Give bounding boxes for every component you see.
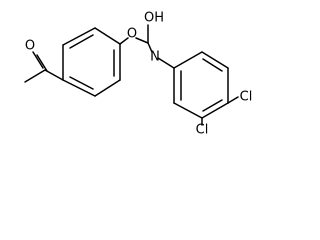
ring1-bond-2	[62, 27, 96, 46]
molecule-drawing: O O OH N Cl Cl	[24, 11, 253, 138]
structure-canvas: O O OH N Cl Cl	[24, 10, 253, 138]
amide-nitrogen-label: N	[150, 50, 160, 65]
right-phenyl-ring	[173, 51, 229, 119]
bond-carbonyl-2	[36, 54, 48, 72]
chloro-top-label: Cl	[240, 90, 253, 105]
ring2-double-2	[202, 99, 223, 112]
bond-acetyl-ring	[44, 69, 64, 81]
bond-nitrogen-ring	[157, 57, 175, 69]
ring2-bond-4	[201, 102, 229, 119]
ring1-bond-6	[62, 79, 96, 97]
ring2-double-1	[202, 58, 223, 72]
bond-methyl	[24, 69, 46, 83]
ester-oxygen-label: O	[127, 27, 137, 42]
ketone-oxygen-label: O	[25, 39, 35, 54]
ring1-bond-5	[94, 79, 121, 97]
bond-ring-oxygen	[119, 37, 129, 45]
ring1-double-3	[69, 76, 94, 90]
left-phenyl-ring	[62, 27, 121, 97]
ring2-bond-2	[201, 51, 229, 69]
carbamate-linker	[119, 24, 175, 69]
ring1-double-1	[69, 34, 94, 49]
carbamate-oh-label: OH	[144, 11, 164, 26]
bond-chloro-top	[227, 96, 239, 104]
acetyl-group	[24, 51, 64, 83]
bond-oxygen-carbon	[135, 37, 149, 44]
chloro-bottom-label: Cl	[196, 123, 209, 138]
ring1-bond-3	[94, 27, 121, 45]
chloro-substituents	[201, 96, 239, 126]
bond-carbonyl-1	[32, 51, 44, 69]
ring2-bond-5	[173, 102, 203, 119]
bond-carbon-nitrogen	[147, 42, 153, 53]
ring2-bond-1	[173, 51, 203, 69]
